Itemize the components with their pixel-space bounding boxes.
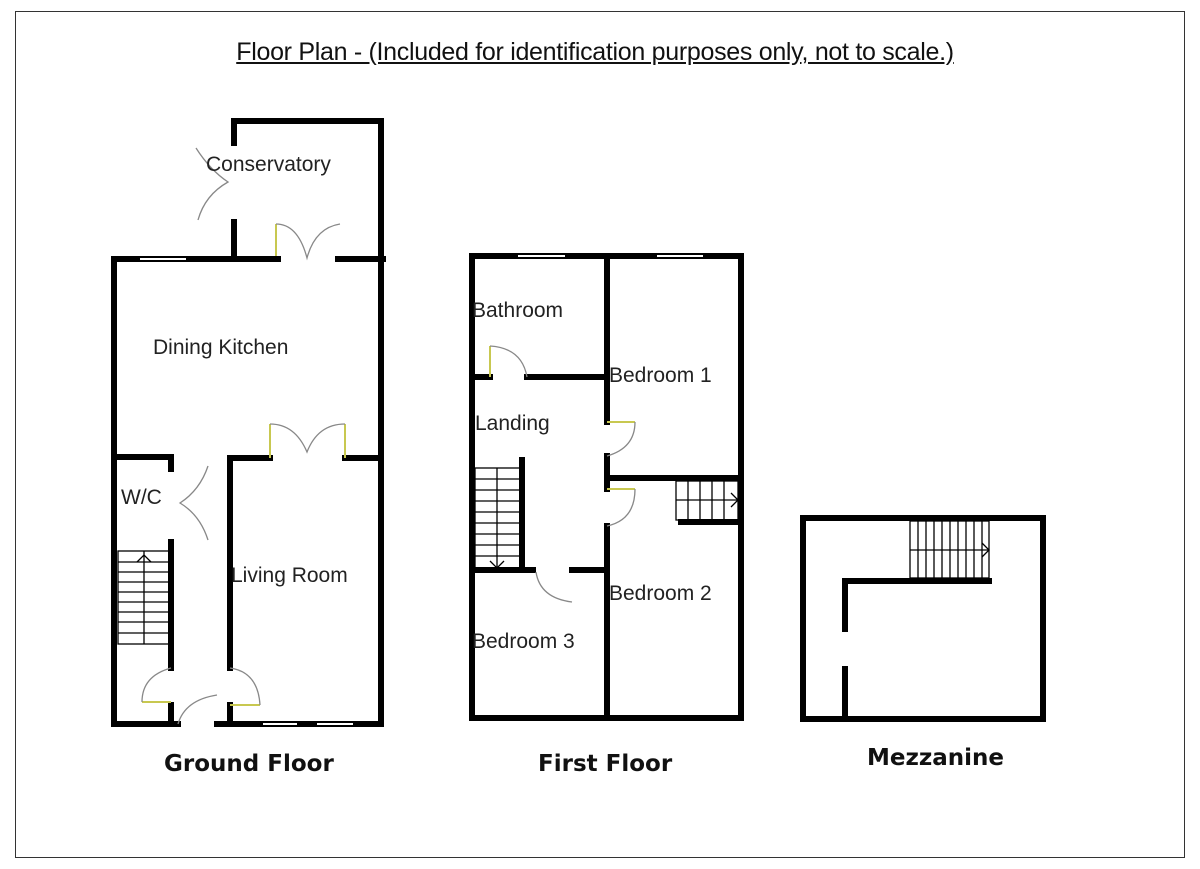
stairs-right-arrow-icon: [730, 492, 739, 508]
stairs-down-arrow-icon: [489, 560, 505, 569]
conservatory-french-door: [275, 223, 341, 261]
room-label-dining-kitchen: Dining Kitchen: [153, 336, 288, 359]
ground-floor-walls: [111, 256, 386, 727]
room-label-wc: W/C: [121, 486, 162, 509]
room-label-bathroom: Bathroom: [472, 299, 563, 322]
room-label-conservatory: Conservatory: [206, 153, 331, 176]
first-floor-plan: Bathroom Bedroom 1 Landing Bedroom 2 Bed…: [469, 253, 744, 777]
drawing-frame: [15, 11, 1185, 858]
ground-floor-plan: Conservatory Dining Kitchen W/C Living R…: [111, 118, 386, 777]
first-floor-walls: [469, 253, 744, 721]
first-floor-stairs: [474, 467, 739, 569]
floor-label-first: First Floor: [538, 751, 673, 777]
ground-floor-stairs: [117, 550, 171, 645]
room-label-bedroom-2: Bedroom 2: [609, 582, 712, 605]
plan-title: Floor Plan - (Included for identificatio…: [236, 38, 954, 66]
room-label-bedroom-3: Bedroom 3: [472, 630, 575, 653]
mezzanine-stairs: [909, 520, 990, 579]
ground-floor-doors: [141, 423, 346, 725]
mezzanine-plan: Mezzanine: [800, 515, 1046, 771]
stairs-up-arrow-icon: [136, 554, 152, 563]
conservatory-door-swing: [195, 147, 230, 221]
mezzanine-walls: [800, 515, 1046, 722]
room-label-living-room: Living Room: [231, 564, 348, 587]
floor-label-ground: Ground Floor: [164, 751, 334, 777]
first-floor-doors: [489, 345, 636, 603]
floor-label-mezzanine: Mezzanine: [867, 745, 1004, 771]
conservatory-walls: [195, 118, 384, 262]
room-label-landing: Landing: [475, 412, 550, 435]
room-label-bedroom-1: Bedroom 1: [609, 364, 712, 387]
mezzanine-stairs-arrow-icon: [981, 542, 990, 558]
